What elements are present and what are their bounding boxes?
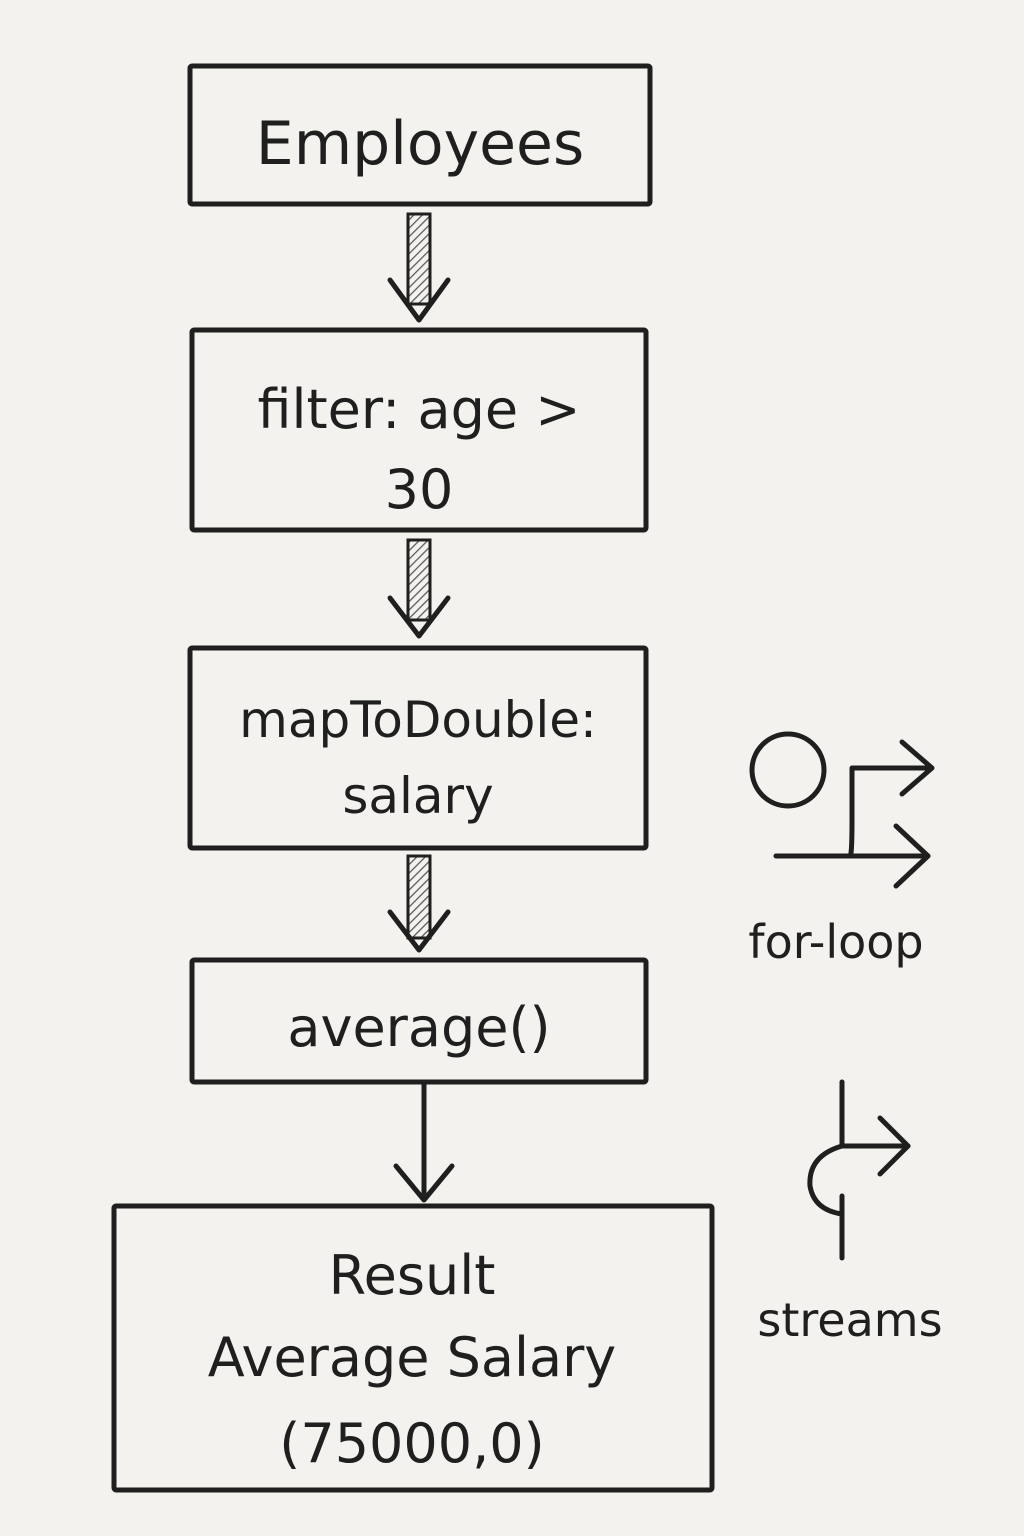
streams-legend: streams <box>757 1079 943 1347</box>
for-loop-label: for-loop <box>748 915 923 969</box>
svg-text:mapToDouble:: mapToDouble: <box>239 691 597 749</box>
arrow-employees-to-filter <box>387 212 451 323</box>
for-loop-legend: for-loop <box>748 731 935 969</box>
svg-text:Average Salary: Average Salary <box>208 1326 617 1389</box>
filter-label-line-1: filter: age > <box>257 378 580 441</box>
arrow-filter-to-map <box>387 538 451 639</box>
filter-label-line-2: 30 <box>385 458 454 521</box>
map-label-line-2: salary <box>342 767 493 825</box>
svg-text:(75000,0): (75000,0) <box>279 1412 544 1475</box>
arrow-average-to-result <box>393 1081 455 1203</box>
svg-text:salary: salary <box>342 767 493 825</box>
for-loop-icon <box>749 731 935 889</box>
average-label: average() <box>287 996 550 1059</box>
svg-text:Result: Result <box>329 1244 496 1307</box>
filter-node: filter: age > 30 <box>189 327 649 533</box>
result-label-line-3: (75000,0) <box>279 1412 544 1475</box>
arrow-map-to-average <box>387 854 451 953</box>
streams-icon <box>807 1079 911 1261</box>
svg-text:average(): average() <box>287 996 550 1059</box>
streams-label: streams <box>757 1293 942 1347</box>
svg-text:filter: age >: filter: age > <box>257 378 580 441</box>
svg-text:30: 30 <box>385 458 454 521</box>
result-label-line-1: Result <box>329 1244 496 1307</box>
map-label-line-1: mapToDouble: <box>239 691 597 749</box>
employees-node: Employees <box>187 63 653 207</box>
employees-label: Employees <box>256 109 584 179</box>
result-node: Result Average Salary (75000,0) <box>111 1203 715 1493</box>
svg-text:Employees: Employees <box>256 109 584 179</box>
map-node: mapToDouble: salary <box>187 645 649 851</box>
average-node: average() <box>189 957 649 1085</box>
result-label-line-2: Average Salary <box>208 1326 617 1389</box>
